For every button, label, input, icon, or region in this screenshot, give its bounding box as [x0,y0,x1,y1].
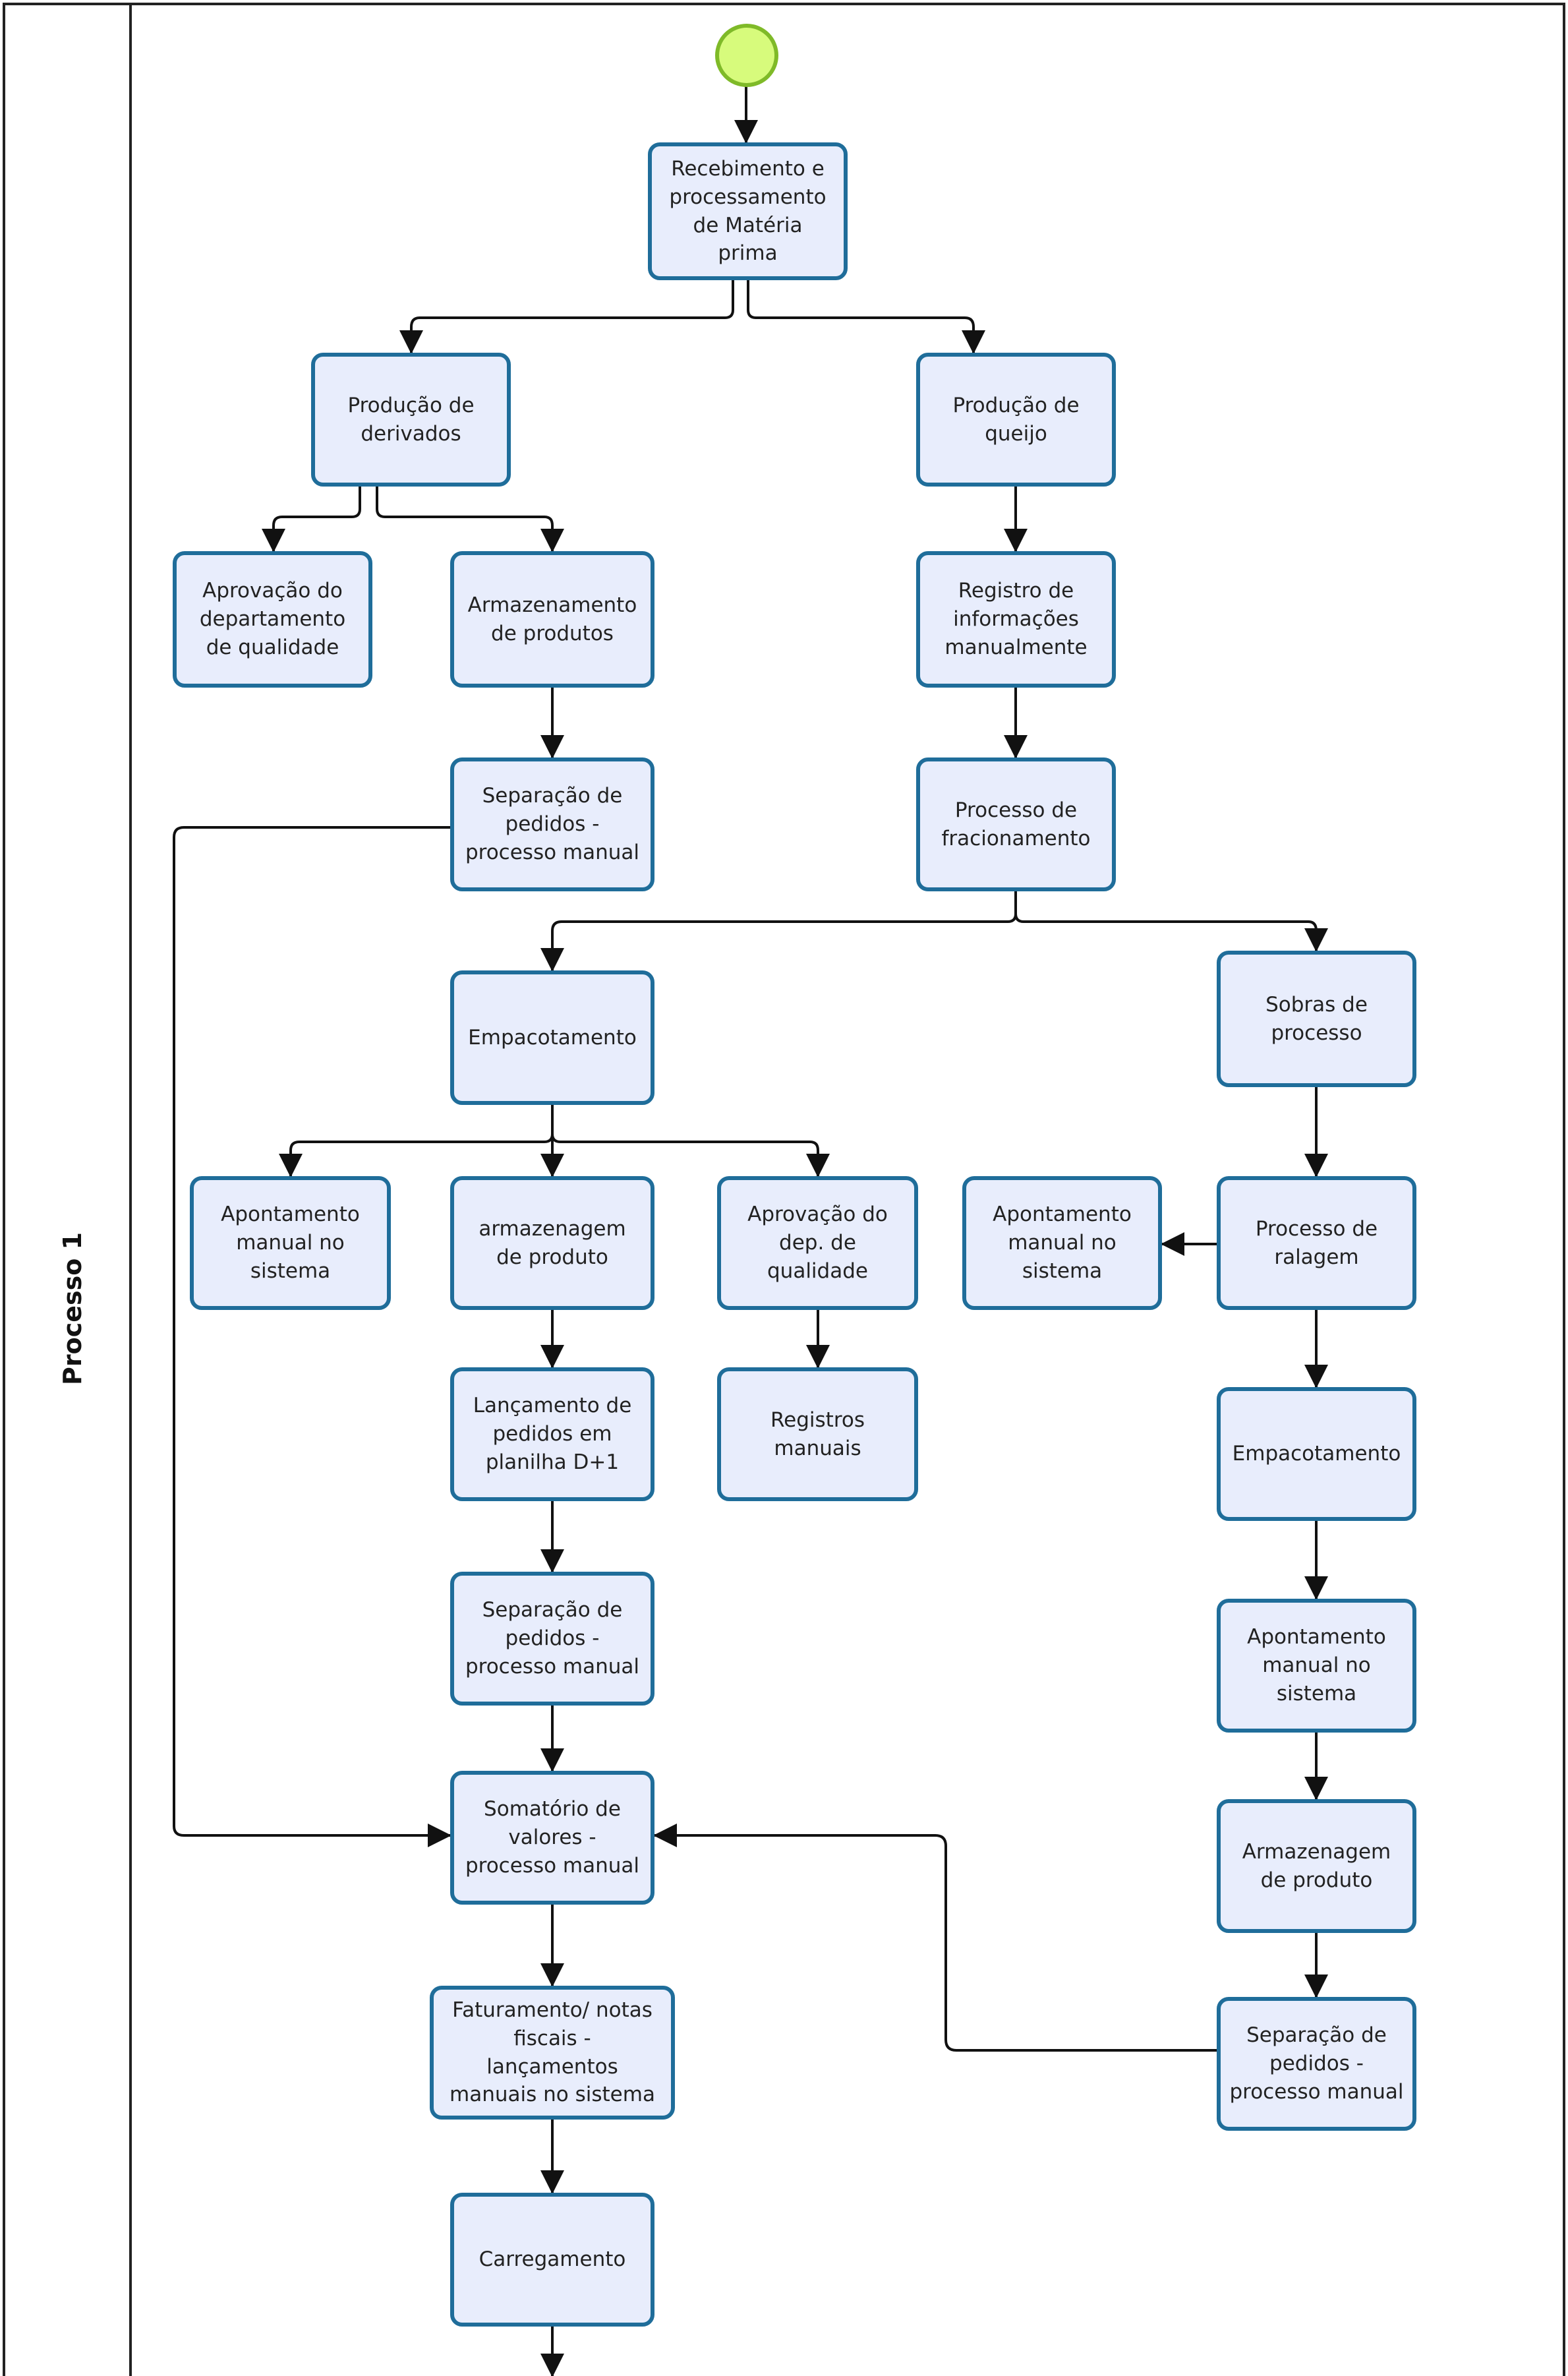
task-separacao-pedidos-2[interactable]: Separação de pedidos - processo manual [450,1572,654,1706]
edge-fracionamento-empacotamento1 [540,891,1017,972]
task-apontamento-1[interactable]: Apontamento manual no sistema [190,1176,391,1310]
task-recebimento[interactable]: Recebimento e processamento de Matéria p… [648,142,848,280]
task-carregamento[interactable]: Carregamento [450,2193,654,2327]
task-lancamento-pedidos[interactable]: Lançamento de pedidos em planilha D+1 [450,1367,654,1501]
edge-empacotamento1-aprovacao-dep [551,1105,830,1177]
task-empacotamento-1[interactable]: Empacotamento [450,970,654,1105]
task-somatorio[interactable]: Somatório de valores - processo manual [450,1771,654,1905]
task-aprovacao-departamento[interactable]: Aprovação do departamento de qualidade [173,551,372,688]
task-empacotamento-2[interactable]: Empacotamento [1217,1387,1416,1521]
task-armazenagem-2[interactable]: Armazenagem de produto [1217,1799,1416,1933]
task-armazenamento-produtos[interactable]: Armazenamento de produtos [450,551,654,688]
task-producao-derivados[interactable]: Produção de derivados [311,353,511,487]
task-aprovacao-dep[interactable]: Aprovação do dep. de qualidade [717,1176,918,1310]
edge-fracionamento-sobras [1014,891,1328,952]
start-event[interactable] [715,24,778,87]
task-sobras-processo[interactable]: Sobras de processo [1217,951,1416,1087]
edge-derivados-armazenamento [376,487,564,552]
edge-empacotamento1-apontamento1 [279,1105,554,1177]
task-registros-manuais[interactable]: Registros manuais [717,1367,918,1501]
edge-derivados-aprovacao [262,487,361,552]
edge-recebimento-queijo [747,280,985,354]
task-separacao-pedidos-3[interactable]: Separação de pedidos - processo manual [1217,1997,1416,2131]
task-armazenagem-1[interactable]: armazenagem de produto [450,1176,654,1310]
task-separacao-pedidos-1[interactable]: Separação de pedidos - processo manual [450,757,654,891]
lane-header [3,3,132,2376]
task-producao-queijo[interactable]: Produção de queijo [916,353,1116,487]
pool-border [3,3,1565,2376]
task-registro-informacoes[interactable]: Registro de informações manualmente [916,551,1116,688]
edge-separacao3-somatorio [653,1824,1217,2052]
edge-recebimento-derivados [399,280,734,354]
task-processo-fracionamento[interactable]: Processo de fracionamento [916,757,1116,891]
task-apontamento-3[interactable]: Apontamento manual no sistema [1217,1599,1416,1733]
edge-separacao1-somatorio [173,826,451,1847]
task-faturamento[interactable]: Faturamento/ notas fiscais - lançamentos… [430,1986,675,2120]
task-apontamento-2[interactable]: Apontamento manual no sistema [962,1176,1162,1310]
task-processo-ralagem[interactable]: Processo de ralagem [1217,1176,1416,1310]
